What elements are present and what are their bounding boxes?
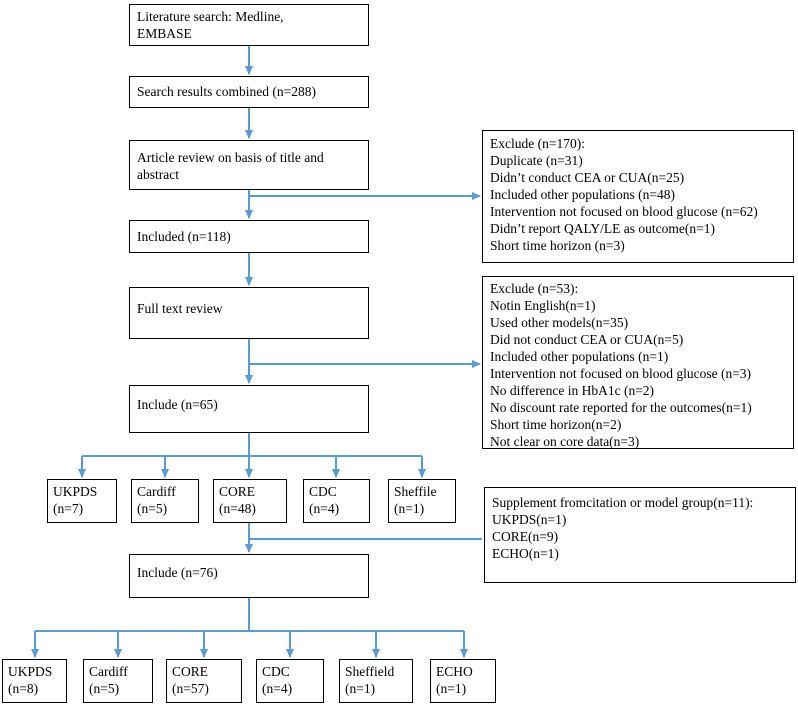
full-text-review-box: Full text review bbox=[129, 287, 369, 339]
model-box: ECHO (n=1) bbox=[430, 659, 496, 703]
supplement-box: Supplement fromcitation or model group(n… bbox=[484, 487, 796, 583]
list-line: Intervention not focused on blood glucos… bbox=[490, 204, 758, 219]
box-line: Search results combined (n=288) bbox=[137, 84, 316, 99]
model-name: ECHO bbox=[436, 664, 473, 679]
model-name: UKPDS bbox=[8, 664, 53, 679]
box-line: Article review on basis of title and bbox=[137, 150, 324, 165]
model-count: (n=1) bbox=[436, 681, 467, 696]
model-count: (n=48) bbox=[219, 501, 256, 516]
included-118-box: Included (n=118) bbox=[129, 220, 369, 253]
model-box: Sheffield (n=1) bbox=[339, 659, 413, 703]
model-box: CDC (n=4) bbox=[303, 479, 370, 523]
model-box: Sheffile (n=1) bbox=[388, 479, 456, 523]
box-line: abstract bbox=[137, 167, 179, 182]
model-name: CORE bbox=[172, 664, 209, 679]
include-65-box: Include (n=65) bbox=[129, 385, 369, 433]
list-line: Supplement fromcitation or model group(n… bbox=[492, 495, 754, 510]
model-name: CDC bbox=[262, 664, 290, 679]
model-name: CORE bbox=[219, 484, 256, 499]
model-name: CDC bbox=[309, 484, 337, 499]
include-76-box: Include (n=76) bbox=[129, 554, 369, 598]
list-line: Didn’t report QALY/LE as outcome(n=1) bbox=[490, 221, 715, 236]
list-line: Short time horizon (n=3) bbox=[490, 238, 625, 253]
exclude-53-box: Exclude (n=53): Notin English(n=1) Used ot… bbox=[482, 276, 794, 449]
model-box: Cardiff (n=5) bbox=[83, 659, 153, 703]
box-line: Literature search: Medline, bbox=[137, 9, 284, 24]
model-box: UKPDS (n=7) bbox=[47, 479, 117, 523]
list-line: Exclude (n=170): bbox=[490, 136, 585, 151]
list-line: Exclude (n=53): bbox=[490, 281, 579, 296]
article-review-box: Article review on basis of title and abs… bbox=[129, 140, 369, 190]
exclude-170-box: Exclude (n=170): Duplicate (n=31) Didn’t c… bbox=[482, 130, 794, 263]
model-name: Sheffile bbox=[394, 484, 437, 499]
list-line: Short time horizon(n=2) bbox=[490, 417, 622, 432]
model-count: (n=8) bbox=[8, 681, 39, 696]
list-line: Included other populations (n=1) bbox=[490, 349, 669, 364]
list-line: CORE(n=9) bbox=[492, 529, 559, 544]
box-line: Included (n=118) bbox=[137, 229, 231, 244]
list-line: Used other models(n=35) bbox=[490, 315, 629, 330]
model-box: Cardiff (n=5) bbox=[131, 479, 199, 523]
list-line: ECHO(n=1) bbox=[492, 546, 559, 561]
box-line: EMBASE bbox=[137, 26, 192, 41]
list-line: Not clear on core data(n=3) bbox=[490, 434, 640, 449]
model-count: (n=4) bbox=[309, 501, 340, 516]
model-name: Sheffield bbox=[345, 664, 395, 679]
model-count: (n=57) bbox=[172, 681, 209, 696]
list-line: No difference in HbA1c (n=2) bbox=[490, 383, 655, 398]
list-line: UKPDS(n=1) bbox=[492, 512, 567, 527]
box-line: Include (n=76) bbox=[137, 565, 218, 580]
model-box: CDC (n=4) bbox=[256, 659, 324, 703]
model-count: (n=4) bbox=[262, 681, 293, 696]
list-line: Did not conduct CEA or CUA(n=5) bbox=[490, 332, 684, 347]
model-box: UKPDS (n=8) bbox=[2, 659, 67, 703]
list-line: Intervention not focused on blood glucos… bbox=[490, 366, 752, 381]
list-line: Duplicate (n=31) bbox=[490, 153, 583, 168]
model-count: (n=7) bbox=[53, 501, 84, 516]
model-count: (n=5) bbox=[89, 681, 120, 696]
model-name: Cardiff bbox=[137, 484, 176, 499]
model-box: CORE (n=57) bbox=[166, 659, 242, 703]
model-box: CORE (n=48) bbox=[213, 479, 287, 523]
list-line: No discount rate reported for the outcom… bbox=[490, 400, 752, 415]
search-combined-box: Search results combined (n=288) bbox=[129, 76, 369, 108]
model-name: Cardiff bbox=[89, 664, 128, 679]
literature-search-box: Literature search: Medline, EMBASE bbox=[129, 4, 369, 46]
model-count: (n=5) bbox=[137, 501, 168, 516]
model-count: (n=1) bbox=[345, 681, 376, 696]
box-line: Full text review bbox=[137, 301, 223, 316]
model-count: (n=1) bbox=[394, 501, 425, 516]
list-line: Didn’t conduct CEA or CUA(n=25) bbox=[490, 170, 685, 185]
list-line: Notin English(n=1) bbox=[490, 298, 596, 313]
model-name: UKPDS bbox=[53, 484, 98, 499]
list-line: Included other populations (n=48) bbox=[490, 187, 675, 202]
box-line: Include (n=65) bbox=[137, 397, 218, 412]
